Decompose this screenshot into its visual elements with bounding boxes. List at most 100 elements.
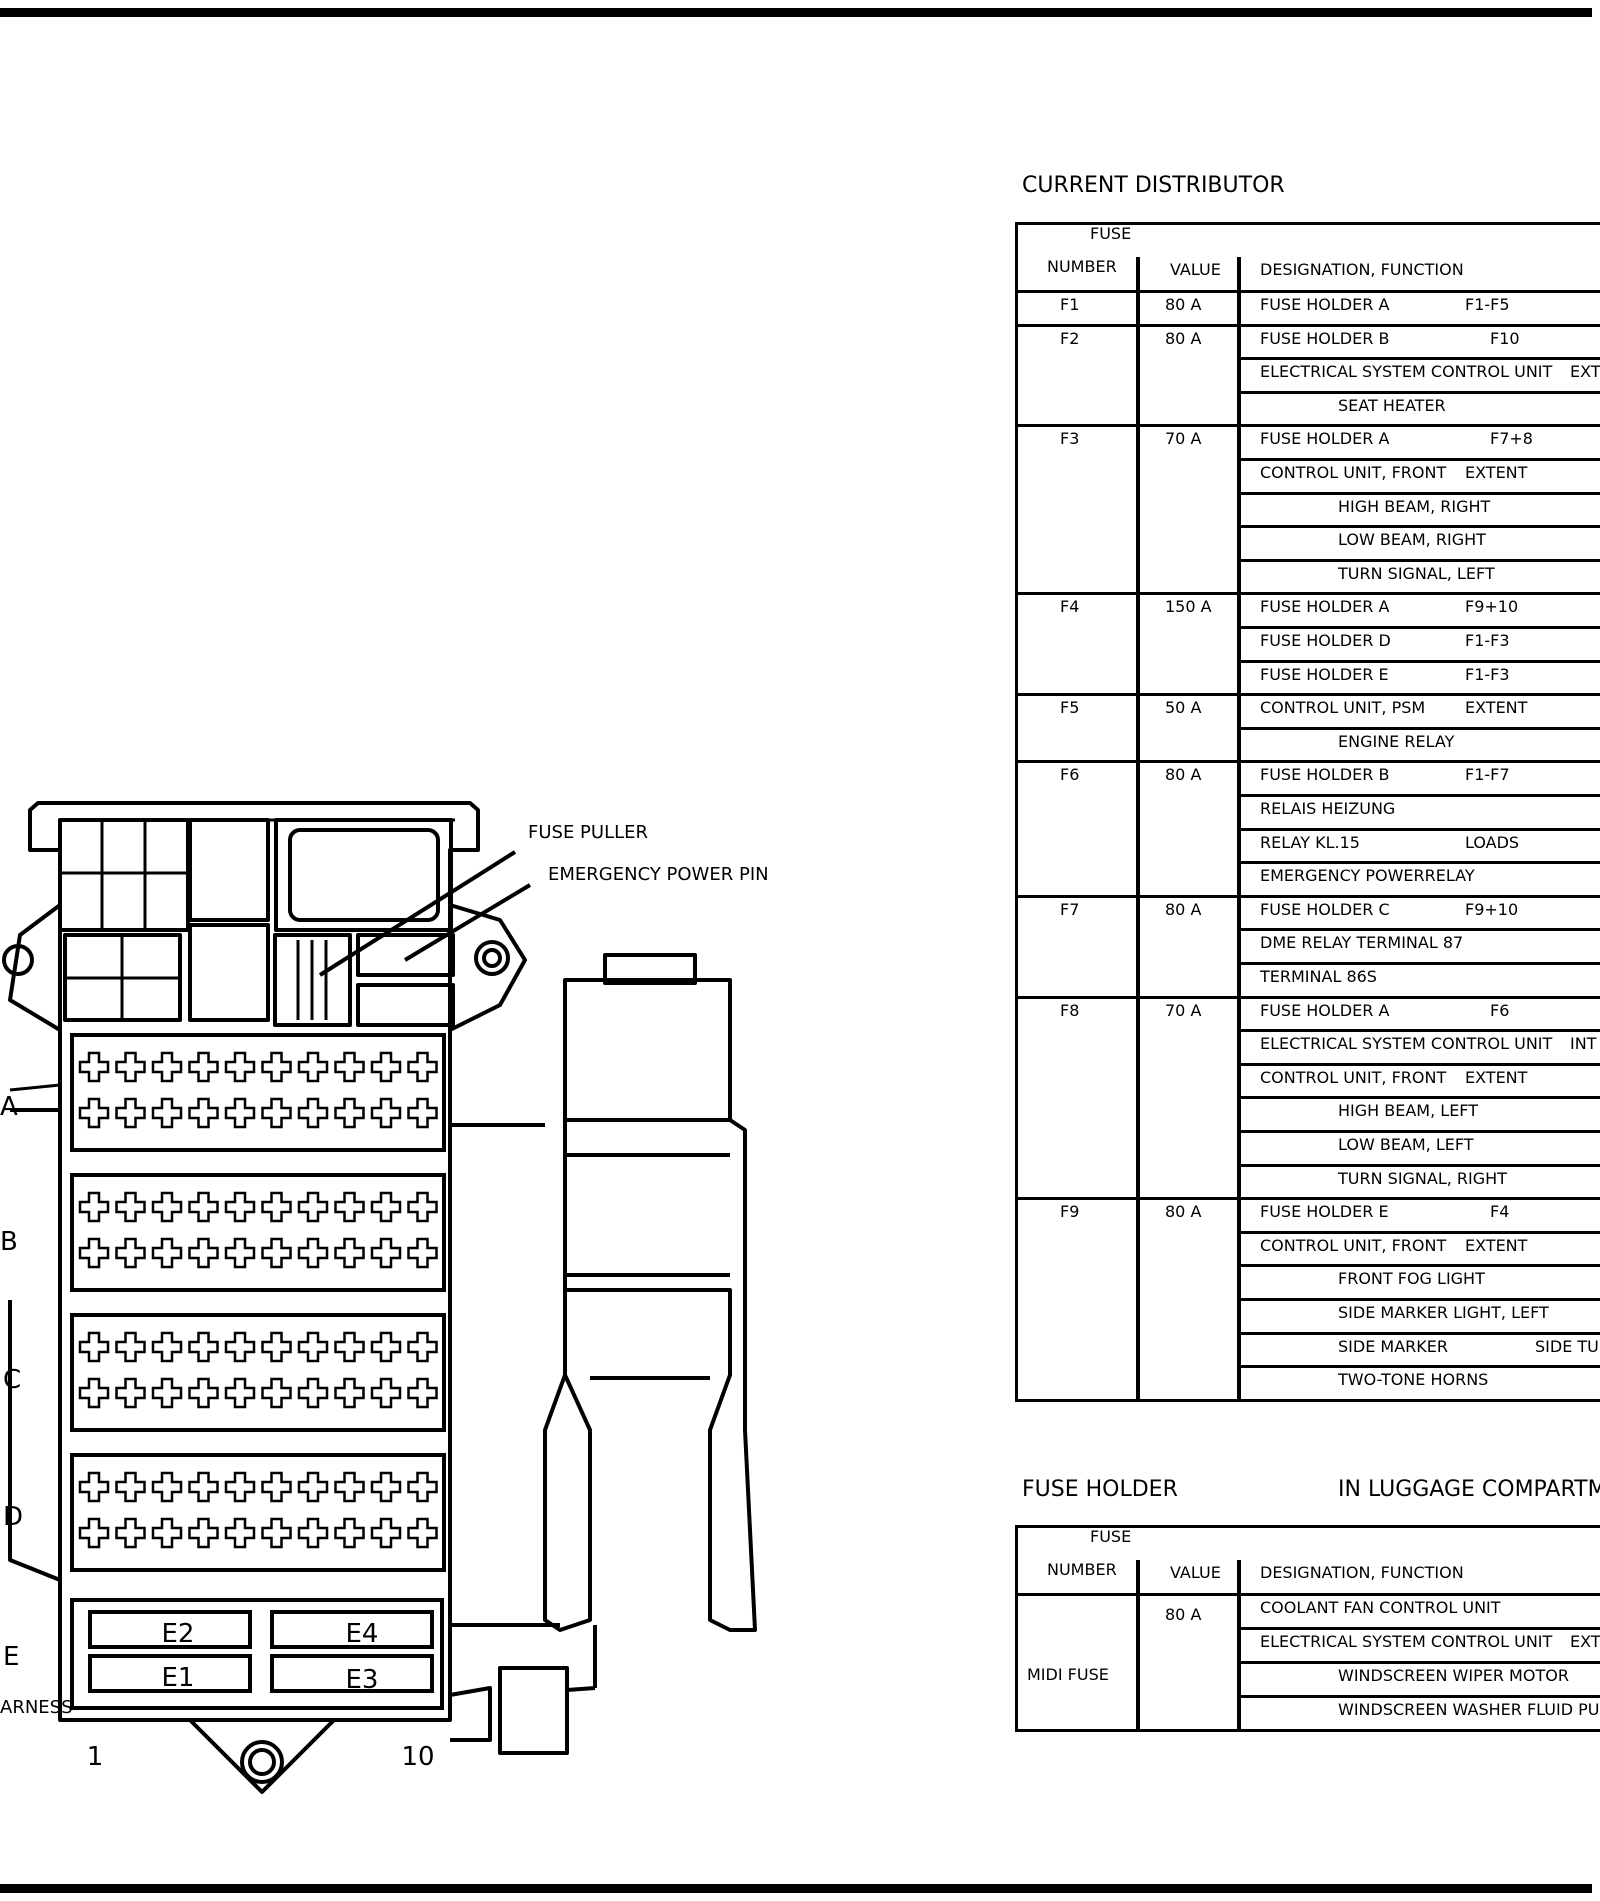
fuse-slot-a-2-10 <box>407 1097 438 1129</box>
designation-extra: EXTENT <box>1465 698 1528 718</box>
column-rule-left <box>1015 1525 1018 1732</box>
row-divider <box>1239 659 1600 663</box>
fuse-slot-b-1-2 <box>115 1191 146 1223</box>
fuse-slot-b-1-5 <box>224 1191 256 1223</box>
fuse-slot-a-1-9 <box>370 1051 402 1083</box>
designation-text: FUSE HOLDER B <box>1260 328 1390 348</box>
fuse-puller-label: FUSE PULLER <box>528 822 648 843</box>
designation-text: TURN SIGNAL, RIGHT <box>1338 1168 1507 1188</box>
harness-label: ARNESS <box>0 1697 73 1718</box>
fuse-holder-title: FUSE HOLDER <box>1022 1477 1178 1502</box>
fuse-slot-a-1-1 <box>78 1051 110 1083</box>
fuse-slot-c-2-1 <box>78 1377 110 1409</box>
designation-text: WINDSCREEN WIPER MOTOR <box>1338 1666 1569 1685</box>
header-bottom-rule <box>1015 290 1600 293</box>
row-divider <box>1239 861 1600 865</box>
row-divider <box>1239 1096 1600 1100</box>
group-divider <box>1015 1398 1600 1402</box>
group-divider <box>1015 894 1600 898</box>
designation-extra: EXT <box>1570 1632 1600 1651</box>
designation-text: FRONT FOG LIGHT <box>1338 1269 1485 1289</box>
fuse-number: F1 <box>1060 295 1080 314</box>
header-designation: DESIGNATION, FUNCTION <box>1260 1563 1464 1582</box>
fuse-slot-d-1-5 <box>224 1471 256 1503</box>
designation-text: FUSE HOLDER A <box>1260 429 1390 449</box>
row-divider <box>1239 1062 1600 1066</box>
header-number: NUMBER <box>1047 257 1117 276</box>
fuse-holder-location: IN LUGGAGE COMPARTM <box>1338 1477 1600 1502</box>
fuse-slot-b-1-6 <box>261 1191 292 1223</box>
row-divider <box>1239 1365 1600 1369</box>
designation-text: EMERGENCY POWERRELAY <box>1260 866 1475 886</box>
fuse-slot-d-2-2 <box>115 1517 146 1549</box>
fuse-slot-d-2-8 <box>334 1517 365 1549</box>
designation-text: ELECTRICAL SYSTEM CONTROL UNIT <box>1260 362 1553 382</box>
fuse-value: 150 A <box>1165 597 1212 617</box>
row-divider <box>1239 525 1600 529</box>
left-ear <box>8 903 62 1032</box>
fuse-slot-c-2-4 <box>188 1377 219 1409</box>
fuse-row-a-frame <box>70 1033 446 1152</box>
fuse-number: F8 <box>1060 1000 1080 1020</box>
fuse-value: 80 A <box>1165 1202 1202 1222</box>
fuse-slot-d-2-10 <box>407 1517 438 1549</box>
fuse-slot-b-1-9 <box>370 1191 402 1223</box>
row-divider <box>1239 626 1600 629</box>
column-label-10: 10 <box>401 1742 434 1772</box>
row-divider <box>1239 491 1600 495</box>
header-value: VALUE <box>1170 260 1221 279</box>
group-divider <box>1015 323 1600 327</box>
top-border-bar <box>0 8 1592 17</box>
fuse-slot-c-2-7 <box>297 1377 329 1409</box>
fuse-slot-a-1-6 <box>261 1051 292 1083</box>
designation-extra: LOADS <box>1465 832 1520 852</box>
row-divider <box>1239 726 1600 730</box>
bottom-connector <box>498 1666 569 1755</box>
fuse-e2-slot <box>88 1610 252 1649</box>
designation-text: WINDSCREEN WASHER FLUID PUM <box>1338 1700 1600 1719</box>
fuse-slot-d-2-6 <box>261 1517 292 1549</box>
group-divider <box>1015 1729 1600 1732</box>
fuse-slot-a-2-5 <box>224 1097 256 1129</box>
row-label-d: D <box>3 1502 23 1532</box>
row-divider <box>1239 1661 1600 1664</box>
designation-extra: F1-F3 <box>1465 631 1510 650</box>
mount-hole-right <box>474 940 510 976</box>
fuse-slot-b-2-1 <box>78 1237 110 1269</box>
designation-extra: F7+8 <box>1490 429 1533 449</box>
fuse-slot-c-1-8 <box>334 1331 365 1363</box>
fuse-slot-a-2-4 <box>188 1097 219 1129</box>
fuse-number: F5 <box>1060 698 1080 718</box>
fuse-slot-c-1-10 <box>407 1331 438 1363</box>
fuse-slot-b-1-3 <box>151 1191 183 1223</box>
designation-text: RELAY KL.15 <box>1260 832 1360 852</box>
fuse-e2-label: E2 <box>162 1619 195 1649</box>
fuse-slot-d-2-4 <box>188 1517 219 1549</box>
fuse-e3-label: E3 <box>346 1665 379 1695</box>
fuse-slot-b-1-7 <box>297 1191 329 1223</box>
row-divider <box>1239 1331 1600 1335</box>
fuse-value: 80 A <box>1165 765 1202 785</box>
fuse-number: F4 <box>1060 597 1080 617</box>
fuse-slot-b-2-7 <box>297 1237 329 1269</box>
table-top-rule <box>1015 1525 1600 1528</box>
fuse-slot-c-1-4 <box>188 1331 219 1363</box>
fuse-slot-c-1-9 <box>370 1331 402 1363</box>
fuse-slot-c-2-10 <box>407 1377 438 1409</box>
designation-text: TERMINAL 86S <box>1260 967 1377 986</box>
fuse-slot-a-1-8 <box>334 1051 365 1083</box>
row-divider <box>1239 357 1600 361</box>
row-divider <box>1239 827 1600 831</box>
header-designation: DESIGNATION, FUNCTION <box>1260 260 1464 279</box>
fuse-slot-c-2-6 <box>261 1377 292 1409</box>
group-divider <box>1015 693 1600 697</box>
fuse-slot-c-2-9 <box>370 1377 402 1409</box>
fuse-slot-c-2-2 <box>115 1377 146 1409</box>
fuse-value: 50 A <box>1165 698 1202 718</box>
fuse-slot-b-1-10 <box>407 1191 438 1223</box>
group-divider <box>1015 424 1600 428</box>
fuse-slot-a-2-3 <box>151 1097 183 1129</box>
emergency-pin-leader <box>403 883 532 962</box>
relay-block-4 <box>188 923 270 1022</box>
designation-text: HIGH BEAM, RIGHT <box>1338 496 1491 516</box>
